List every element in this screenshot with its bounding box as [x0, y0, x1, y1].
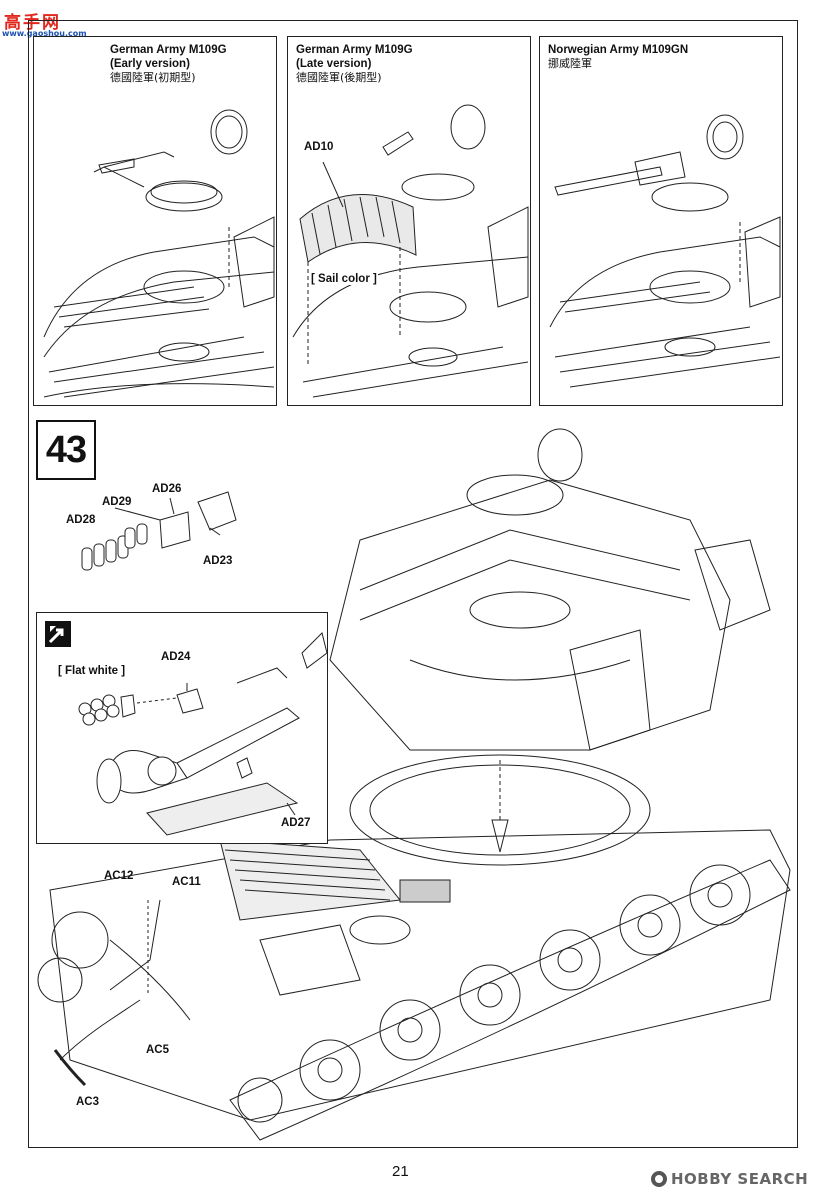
page-frame: [28, 20, 798, 1148]
part-label-ad29: AD29: [102, 496, 132, 508]
part-label-ad24: AD24: [161, 651, 191, 663]
page-number: 21: [392, 1163, 409, 1180]
variant-panel-late: German Army M109G (Late version) 德國陸軍(後期…: [287, 36, 531, 406]
variant-panel-norwegian: Norwegian Army M109GN 挪威陸軍: [539, 36, 783, 406]
panel-title: Norwegian Army M109GN: [548, 44, 689, 56]
part-label-ac5: AC5: [146, 1044, 170, 1056]
gun-barrel-detail-drawing: [78, 632, 327, 836]
variant-panel-early: German Army M109G (Early version) 德國陸軍(初…: [33, 36, 277, 406]
panel-chinese-title: 德國陸軍(初期型): [110, 71, 196, 84]
variant-title-norwegian: Norwegian Army M109GN 挪威陸軍: [548, 43, 688, 71]
fold-arrow-icon: [45, 621, 71, 647]
turret-roof-drawing-early: [43, 109, 275, 398]
part-label-ad26: AD26: [152, 483, 182, 495]
panel-chinese-title: 德國陸軍(後期型): [296, 71, 382, 84]
step-43-badge: 43: [36, 420, 96, 480]
variant-title-early: German Army M109G (Early version) 德國陸軍(初…: [110, 43, 227, 85]
variant-title-late: German Army M109G (Late version) 德國陸軍(後期…: [296, 43, 413, 85]
part-label-ad23: AD23: [203, 555, 233, 567]
hobby-search-logo-icon: [651, 1171, 667, 1187]
panel-chinese-title: 挪威陸軍: [548, 57, 592, 70]
site-watermark-logo: 高手网 www.gaoshou.com: [2, 8, 87, 38]
part-label-ac12: AC12: [104, 870, 134, 882]
turret-roof-drawing-norwegian: [549, 114, 781, 388]
panel-subtitle: (Early version): [110, 58, 190, 70]
turret-roof-drawing-late: [292, 104, 529, 398]
panel-subtitle: (Late version): [296, 58, 372, 70]
m109-hull-turret-drawing: [37, 428, 791, 1141]
color-note-flat-white: [ Flat white ]: [57, 665, 127, 677]
smoke-launcher-parts-drawing: [81, 491, 237, 571]
part-label-ac3: AC3: [76, 1096, 100, 1108]
part-label-ad10: AD10: [304, 141, 334, 153]
part-label-ac11: AC11: [172, 876, 201, 888]
watermark-logo-text: 高手网: [4, 13, 61, 33]
watermark-url: www.gaoshou.com: [2, 29, 87, 38]
gun-barrel-detail-box: [ Flat white ] AD24 AD27: [36, 612, 328, 844]
hobby-search-logo-text: HOBBY SEARCH: [671, 1170, 809, 1188]
hobby-search-logo: HOBBY SEARCH: [651, 1168, 808, 1190]
color-note-sail: [ Sail color ]: [310, 273, 378, 285]
panel-title: German Army M109G: [296, 44, 413, 56]
part-label-ad28: AD28: [66, 514, 96, 526]
part-label-ad27: AD27: [281, 817, 311, 829]
panel-title: German Army M109G: [110, 44, 227, 56]
